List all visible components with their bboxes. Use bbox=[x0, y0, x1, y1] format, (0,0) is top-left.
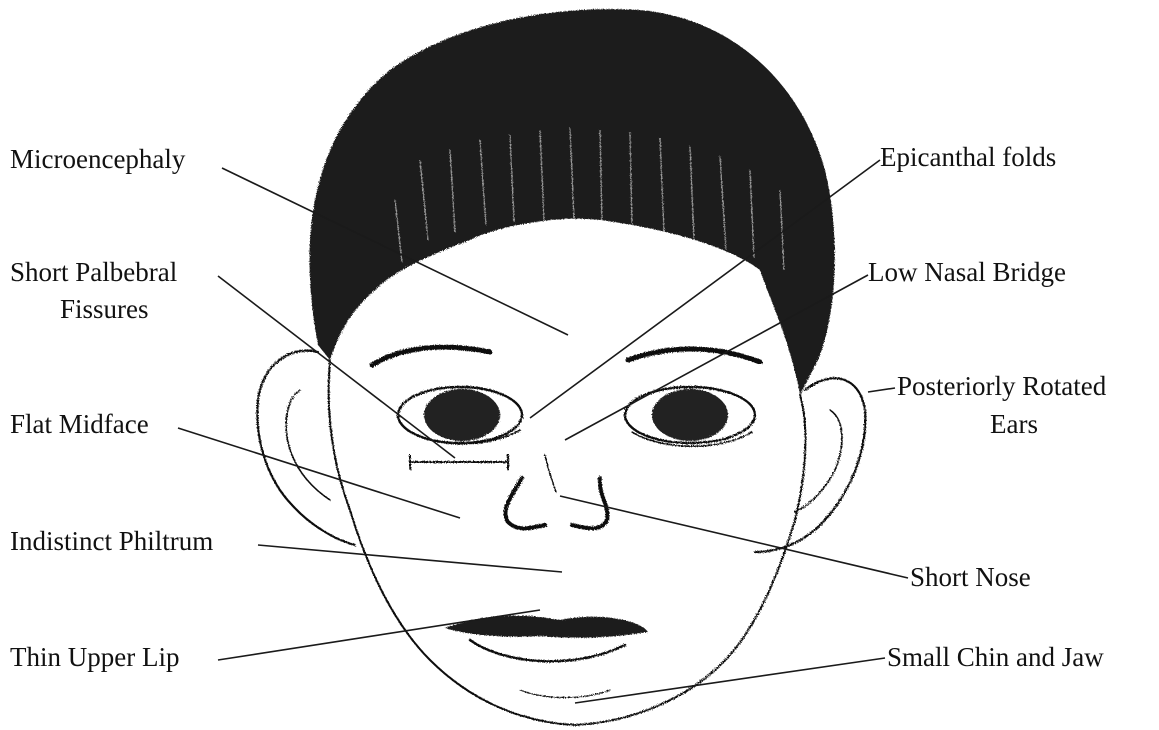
left-ear-inner bbox=[286, 390, 330, 500]
labels-left: Microencephaly Short Palbebral Fissures … bbox=[10, 144, 213, 672]
label-small-chin-jaw: Small Chin and Jaw bbox=[887, 642, 1104, 672]
face-illustration bbox=[257, 9, 865, 725]
leader-short-nose bbox=[560, 496, 908, 578]
leader-small-chin-jaw bbox=[575, 658, 885, 703]
label-indistinct-philtrum: Indistinct Philtrum bbox=[10, 526, 213, 556]
upper-lip bbox=[445, 616, 648, 638]
left-ear bbox=[257, 351, 355, 545]
label-posteriorly-rotated-line2: Ears bbox=[990, 409, 1038, 439]
label-short-palpebral-line2: Fissures bbox=[60, 294, 149, 324]
right-eye-iris bbox=[652, 389, 728, 441]
palpebral-measure-bar bbox=[410, 454, 508, 470]
label-microencephaly: Microencephaly bbox=[10, 144, 186, 174]
label-thin-upper-lip: Thin Upper Lip bbox=[10, 642, 179, 672]
left-eyebrow bbox=[372, 347, 490, 365]
label-short-nose: Short Nose bbox=[910, 562, 1031, 592]
label-posteriorly-rotated-line1: Posteriorly Rotated bbox=[897, 371, 1107, 401]
label-epicanthal-folds: Epicanthal folds bbox=[880, 142, 1056, 172]
leader-flat-midface bbox=[178, 428, 460, 518]
label-flat-midface: Flat Midface bbox=[10, 409, 149, 439]
leader-posteriorly-rotated-ears bbox=[868, 388, 895, 392]
nose-bridge bbox=[545, 455, 556, 492]
right-ear-inner bbox=[795, 410, 842, 512]
label-short-palpebral-line1: Short Palbebral bbox=[10, 257, 177, 287]
chin-crease bbox=[520, 690, 610, 698]
lower-lip bbox=[470, 640, 625, 661]
right-ear bbox=[755, 378, 865, 552]
hair bbox=[310, 9, 835, 395]
left-eye-iris bbox=[424, 389, 500, 441]
label-low-nasal-bridge: Low Nasal Bridge bbox=[868, 257, 1066, 287]
leader-indistinct-philtrum bbox=[258, 545, 562, 572]
right-eyebrow bbox=[628, 349, 760, 362]
nose-left-nostril bbox=[505, 478, 545, 528]
labels-right: Epicanthal folds Low Nasal Bridge Poster… bbox=[868, 142, 1107, 672]
